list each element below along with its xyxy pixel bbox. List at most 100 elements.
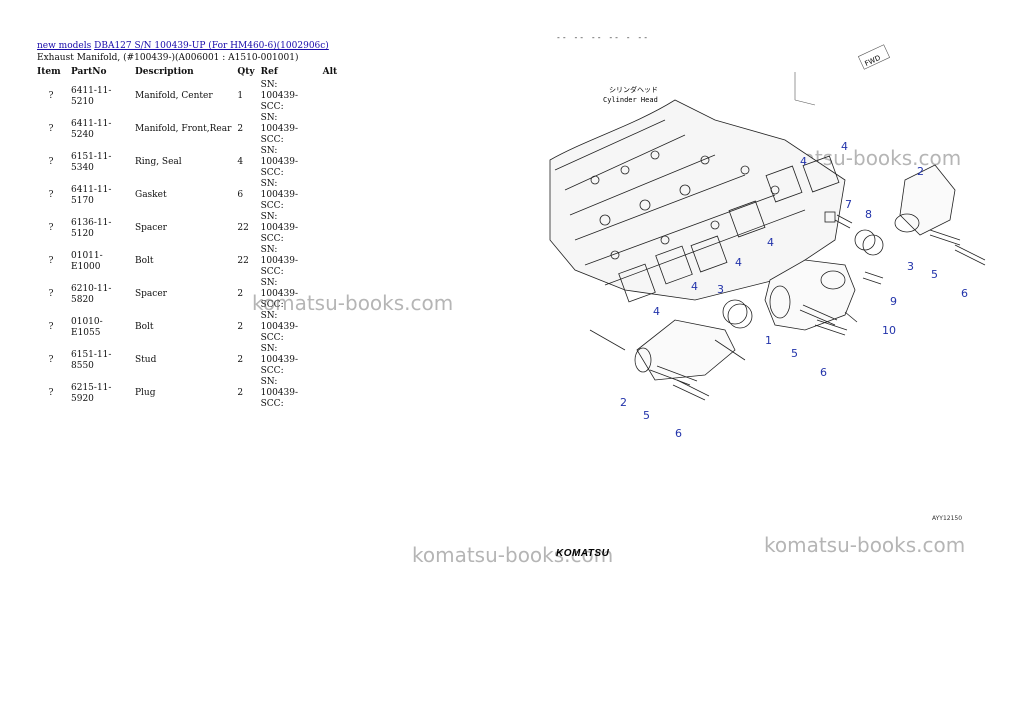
- cell-partno: 6411-11-5210: [71, 85, 112, 107]
- col-partno: PartNo: [71, 66, 107, 77]
- callout-number: 4: [767, 236, 774, 249]
- cell-qty: 2: [237, 388, 244, 398]
- cell-item: ?: [48, 157, 54, 167]
- col-ref: Ref: [260, 66, 278, 77]
- watermark: komatsu-books.com: [252, 291, 454, 315]
- cell-ref: SN: 100439-SCC:: [260, 278, 299, 310]
- table-row: ? 6151-11-5340 Ring, Seal 4 SN: 100439-SCC:: [34, 146, 346, 179]
- col-description: Description: [135, 66, 194, 77]
- cell-alt: [320, 311, 346, 344]
- cell-description: Manifold, Center: [135, 91, 213, 101]
- cylinder-head-label: Cylinder Head: [603, 96, 658, 104]
- callout-number: 4: [653, 305, 660, 318]
- parts-table: Item PartNo Description Qty Ref Alt ?641…: [34, 64, 346, 410]
- callout-number: 5: [643, 409, 650, 422]
- cell-description: Ring, Seal: [135, 157, 182, 167]
- cell-partno: 6151-11-5340: [71, 151, 112, 173]
- cell-partno: 6136-11-5120: [71, 217, 112, 239]
- cell-partno: 6210-11-5820: [71, 283, 112, 305]
- cell-qty: 22: [237, 256, 249, 266]
- diagram-header: -- -- -- -- - --: [556, 33, 650, 42]
- cell-ref: SN: 100439-SCC:: [260, 212, 299, 244]
- table-row: ? 01010-E1055 Bolt 2 SN: 100439-SCC:: [34, 311, 346, 344]
- callout-number: 7: [845, 198, 852, 211]
- cell-description: Plug: [135, 388, 156, 398]
- callout-number: 8: [865, 208, 872, 221]
- diagram-code: AYY12150: [932, 515, 963, 522]
- callout-number: 6: [961, 287, 968, 300]
- cell-partno: 6411-11-5170: [71, 184, 112, 206]
- page-subtitle: Exhaust Manifold, (#100439-)(A006001 : A…: [37, 53, 299, 63]
- callout-number: 5: [791, 347, 798, 360]
- callout-number: 5: [931, 268, 938, 281]
- cell-description: Spacer: [135, 289, 167, 299]
- callout-number: 10: [882, 324, 896, 337]
- cell-item: ?: [48, 256, 54, 266]
- cell-alt: [320, 179, 346, 212]
- cell-alt: [320, 146, 346, 179]
- callout-number: 1: [765, 334, 772, 347]
- cell-qty: 1: [237, 91, 244, 101]
- cell-partno: 6411-11-5240: [71, 118, 112, 140]
- cell-item: ?: [48, 124, 54, 134]
- callout-number: 4: [841, 140, 848, 153]
- cell-ref: SN: 100439-SCC:: [260, 245, 299, 277]
- cell-alt: [320, 113, 346, 146]
- watermark: komatsu-books.com: [412, 543, 614, 567]
- callout-number: 3: [717, 283, 724, 296]
- cell-qty: 4: [237, 157, 244, 167]
- cell-qty: 6: [237, 190, 244, 200]
- cell-ref: SN: 100439-SCC:: [260, 179, 299, 211]
- cell-item: ?: [48, 223, 54, 233]
- breadcrumb-link-new-models[interactable]: new models: [37, 41, 92, 51]
- breadcrumb: new models DBA127 S/N 100439-UP (For HM4…: [37, 40, 329, 52]
- cell-ref: SN: 100439-SCC:: [260, 80, 299, 112]
- cell-ref: SN: 100439-SCC:: [260, 377, 299, 409]
- breadcrumb-link-model[interactable]: DBA127 S/N 100439-UP (For HM460-6)(10029…: [94, 41, 329, 51]
- table-header-row: Item PartNo Description Qty Ref Alt: [34, 64, 346, 80]
- table-row: ? 6151-11-8550 Stud 2 SN: 100439-SCC:: [34, 344, 346, 377]
- watermark: komatsu-books.com: [764, 533, 966, 557]
- cell-item: ?: [48, 91, 54, 101]
- cell-description: Stud: [135, 355, 157, 365]
- cell-qty: 2: [237, 355, 244, 365]
- cylinder-head-jp-label: シリンダヘッド: [609, 85, 658, 94]
- table-row: ? 6215-11-5920 Plug 2 SN: 100439-SCC:: [34, 377, 346, 410]
- cell-qty: 2: [237, 322, 244, 332]
- callout-number: 6: [675, 427, 682, 440]
- table-row: ? 01011-E1000 Bolt 22 SN: 100439-SCC:: [34, 245, 346, 278]
- callout-number: 4: [735, 256, 742, 269]
- callout-number: 2: [620, 396, 627, 409]
- cell-item: ?: [48, 355, 54, 365]
- cell-item: ?: [48, 322, 54, 332]
- cell-ref: SN: 100439-SCC:: [260, 146, 299, 178]
- callout-number: 4: [800, 155, 807, 168]
- komatsu-logo: KOMATSU: [556, 548, 610, 559]
- cell-description: Bolt: [135, 256, 154, 266]
- cell-alt: [320, 212, 346, 245]
- cell-partno: 01010-E1055: [71, 316, 103, 338]
- cell-partno: 6151-11-8550: [71, 349, 112, 371]
- cell-ref: SN: 100439-SCC:: [260, 344, 299, 376]
- col-qty: Qty: [237, 66, 255, 77]
- cell-description: Bolt: [135, 322, 154, 332]
- cell-partno: 01011-E1000: [71, 250, 103, 272]
- cell-partno: 6215-11-5920: [71, 382, 112, 404]
- cell-alt: [320, 80, 346, 113]
- cell-item: ?: [48, 289, 54, 299]
- table-row: ? 6210-11-5820 Spacer 2 SN: 100439-SCC:: [34, 278, 346, 311]
- cell-alt: [320, 245, 346, 278]
- cell-item: ?: [48, 388, 54, 398]
- cell-description: Gasket: [135, 190, 167, 200]
- cell-qty: 2: [237, 289, 244, 299]
- cell-alt: [320, 377, 346, 410]
- callout-number: 4: [691, 280, 698, 293]
- cell-qty: 22: [237, 223, 249, 233]
- callout-number: 3: [907, 260, 914, 273]
- cell-ref: SN: 100439-SCC:: [260, 311, 299, 343]
- cell-alt: [320, 344, 346, 377]
